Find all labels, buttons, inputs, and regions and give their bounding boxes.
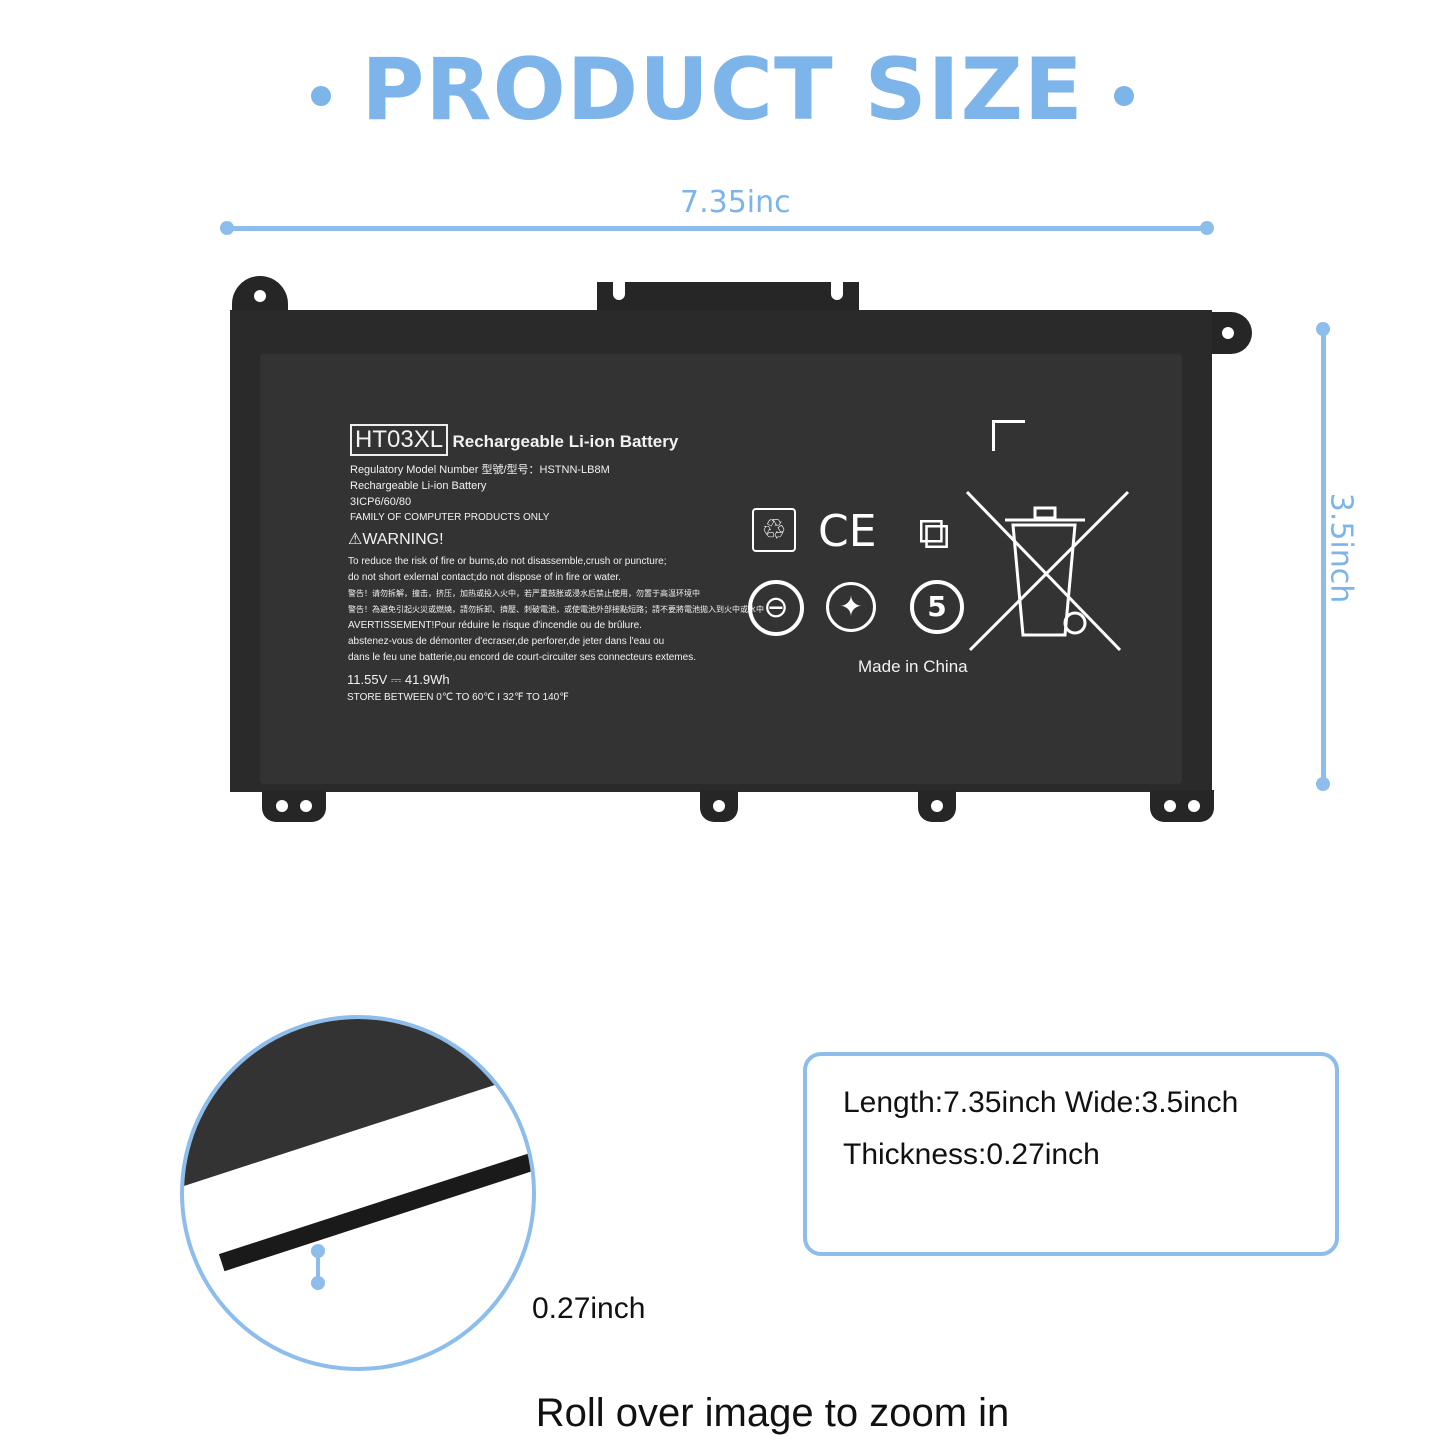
screw-hole [276,800,288,812]
dimension-cap [220,221,234,235]
length-dimension-line [226,226,1208,231]
screw-hole [300,800,312,812]
warning-line: dans le feu une batterie,ou encord de co… [348,652,696,663]
connector-notch [831,282,843,300]
ce-mark-icon: CE [818,506,877,557]
china-rohs-icon: ⧉ [918,508,950,559]
warning-line: 警告！请勿拆解，撞击，挤压，加热或投入火中，若严重鼓胀或浸水后禁止使用，勿置于高… [348,589,700,598]
warning-triangle-icon: ⚠ [348,531,363,548]
dimension-cap [1200,221,1214,235]
length-dimension-label: 7.35inc [680,185,791,220]
bullet-dot [1113,85,1134,106]
closeup-battery-edge [218,1149,532,1272]
dimension-cap [311,1276,325,1290]
dimension-cap [1316,322,1330,336]
certification-icon: ✦ [826,582,876,632]
connector [597,282,859,312]
label-line: 3ICP6/60/80 [350,496,412,508]
screw-hole [713,800,725,812]
zoom-hint: Roll over image to zoom in [535,1391,1010,1435]
dimension-cap [1316,777,1330,791]
bullet-dot [311,85,332,106]
crossed-bin-icon [965,490,1130,652]
width-dimension-label: 3.5inch [1323,492,1359,604]
mounting-tab [262,790,326,822]
thickness-dimension-line [316,1248,320,1282]
thickness-label: 0.27inch [532,1292,646,1325]
warning-line: abstenez-vous de démonter d'ecraser,de p… [348,636,665,647]
warning-title: ⚠WARNING! [348,529,444,550]
label-line: Regulatory Model Number 型號/型号：HSTNN-LB8M [350,464,610,476]
screw-hole [254,290,266,302]
specs-box: Length:7.35inch Wide:3.5inch Thickness:0… [803,1052,1339,1256]
warning-title-text: WARNING! [362,531,444,548]
label-header: HT03XL Rechargeable Li-ion Battery [350,424,678,459]
model-number: HT03XL [350,424,449,456]
warning-line: To reduce the risk of fire or burns,do n… [348,556,667,567]
connector-notch [613,282,625,300]
warning-line: 警告！為避免引起火災或燃燒，請勿拆卸、擠壓、刺破電池，或使電池外部接點短路；請不… [348,605,764,614]
label-heading: Rechargeable Li-ion Battery [452,432,679,451]
five-year-epup-icon: 5 [910,580,964,634]
rating: 11.55V ⎓ 41.9Wh [347,672,450,687]
corner-mark [992,420,1025,451]
screw-hole [1164,800,1176,812]
screw-hole [1188,800,1200,812]
recycle-icon: ♲ [752,508,796,552]
page-title: PRODUCT SIZE [0,40,1445,140]
mounting-tab [918,790,956,822]
thickness-closeup-image [180,1015,536,1371]
mounting-tab [700,790,738,822]
title-text: PRODUCT SIZE [361,40,1084,140]
made-in-china: Made in China [858,657,968,676]
width-dimension-line [1321,328,1326,784]
label-info: Regulatory Model Number 型號/型号：HSTNN-LB8M… [350,462,610,526]
warning-line: AVERTISSEMENT!Pour réduire le risque d'i… [348,620,642,631]
mounting-tab [232,276,288,316]
mounting-tab [1150,790,1214,822]
specs-line: Length:7.35inch Wide:3.5inch [843,1086,1239,1119]
storage-temp: STORE BETWEEN 0℃ TO 60℃ I 32℉ TO 140℉ [347,692,569,703]
warning-line: do not short exlernal contact;do not dis… [348,572,621,583]
dimension-cap [311,1244,325,1258]
screw-hole [1222,327,1234,339]
screw-hole [931,800,943,812]
specs-line: Thickness:0.27inch [843,1138,1100,1171]
no-disassemble-icon: ⊖ [748,580,804,636]
label-line: Rechargeable Li-ion Battery [350,480,487,492]
warning-text: To reduce the risk of fire or burns,do n… [348,554,764,666]
label-line: FAMILY OF COMPUTER PRODUCTS ONLY [350,512,550,523]
